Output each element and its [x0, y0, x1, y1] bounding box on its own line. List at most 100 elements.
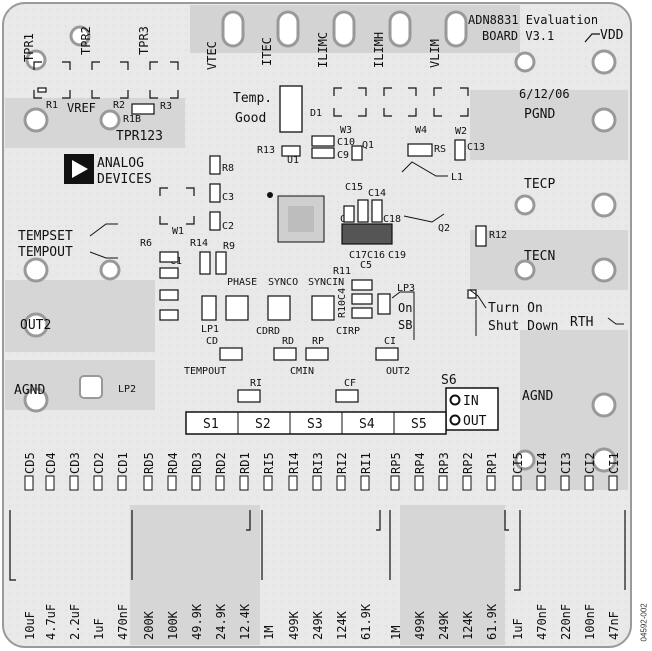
bottom-part-label: RD4 [166, 452, 180, 474]
svg-text:LP3: LP3 [397, 283, 415, 294]
svg-text:R12: R12 [489, 230, 507, 241]
bottom-part-label: RD1 [238, 452, 252, 474]
bottom-value-label: 47nF [607, 611, 621, 640]
bottom-part-pad [390, 475, 400, 491]
svg-text:CDRD: CDRD [256, 326, 280, 337]
bottom-part-pad [69, 475, 79, 491]
bottom-part-label: CI2 [583, 452, 597, 474]
svg-text:BOARD V3.1: BOARD V3.1 [482, 29, 554, 43]
top-testpoints: TPR1 TPR2 TPR3 [22, 26, 151, 62]
bottom-part-label: CI4 [535, 452, 549, 474]
bottom-value-label: 499K [413, 610, 427, 640]
bottom-value-label: 470nF [116, 604, 130, 640]
bottom-value-label: 12.4K [238, 603, 252, 640]
svg-text:W1: W1 [172, 226, 184, 237]
bottom-value-label: 499K [287, 610, 301, 640]
svg-text:C10: C10 [337, 137, 355, 148]
tempset-label: TEMPSET [18, 229, 73, 244]
mid-labels: PHASE SYNCO SYNCIN CDRD CIRP CD RD RP CI… [184, 277, 558, 389]
bottom-value-label: 10uF [23, 611, 37, 640]
svg-text:TEMPOUT: TEMPOUT [184, 366, 226, 377]
svg-text:C18: C18 [383, 214, 401, 225]
bottom-value-label: 249K [437, 610, 451, 640]
svg-text:Shut Down: Shut Down [488, 319, 558, 334]
bottom-part-pad [438, 475, 448, 491]
bottom-part-label: CI3 [559, 452, 573, 474]
svg-text:CF: CF [344, 378, 356, 389]
r10-c4-label: R10C4 [337, 288, 348, 318]
svg-text:VTEC: VTEC [205, 41, 219, 70]
bottom-part-pad [239, 475, 249, 491]
svg-text:SB: SB [398, 318, 412, 332]
bottom-value-label: 124K [335, 610, 349, 640]
figure-id: 04592-002 [639, 603, 649, 642]
svg-text:CD: CD [206, 336, 218, 347]
svg-text:ILIMH: ILIMH [372, 32, 386, 68]
bottom-value-label: 1uF [511, 618, 525, 640]
svg-text:DEVICES: DEVICES [97, 172, 152, 187]
bottom-part-label: CD1 [116, 452, 130, 474]
bottom-value-label: 220nF [559, 604, 573, 640]
svg-text:L1: L1 [451, 172, 463, 183]
bottom-part-label: RI3 [311, 452, 325, 474]
bottom-part-pad [608, 475, 618, 491]
svg-text:C2: C2 [222, 221, 234, 232]
bottom-value-label: 49.9K [190, 603, 204, 640]
bottom-part-pad [117, 475, 127, 491]
svg-text:C19: C19 [388, 250, 406, 261]
svg-text:S5: S5 [411, 417, 427, 432]
agnd-left-label: AGND [14, 383, 45, 398]
svg-text:OUT2: OUT2 [386, 366, 410, 377]
bottom-value-label: 100nF [583, 604, 597, 640]
right-connectors [514, 49, 617, 473]
small-components [37, 87, 487, 403]
svg-text:On: On [398, 301, 412, 315]
svg-text:C17: C17 [349, 250, 367, 261]
main-ic-footprint [267, 192, 325, 243]
vdd-label: VDD [600, 28, 624, 43]
svg-text:RP: RP [312, 336, 324, 347]
svg-text:CIRP: CIRP [336, 326, 360, 337]
svg-text:CI: CI [384, 336, 396, 347]
svg-text:ITEC: ITEC [260, 37, 274, 66]
svg-text:C5: C5 [360, 260, 372, 271]
svg-text:R11: R11 [333, 266, 351, 277]
bottom-part-label: RP3 [437, 452, 451, 474]
svg-text:RD: RD [282, 336, 294, 347]
svg-text:SYNCIN: SYNCIN [308, 277, 344, 288]
svg-text:R1: R1 [46, 100, 58, 111]
svg-text:OUT: OUT [463, 414, 487, 429]
svg-text:ADN8831 Evaluation: ADN8831 Evaluation [468, 13, 598, 27]
svg-text:C13: C13 [467, 142, 485, 153]
analog-devices-logo: ANALOG DEVICES [64, 154, 152, 187]
bottom-part-label: RP5 [389, 452, 403, 474]
bottom-part-pad [486, 475, 496, 491]
dip-switch-bank: S1 S2 S3 S4 S5 [185, 411, 447, 435]
l1-trace [401, 161, 448, 177]
bottom-part-label: RD2 [214, 452, 228, 474]
tecp-label: TECP [524, 177, 555, 192]
bottom-value-label: 1M [262, 626, 276, 640]
vref-label: VREF [67, 101, 96, 115]
svg-text:U1: U1 [287, 155, 299, 166]
group-brackets [9, 510, 626, 591]
rth-label: RTH [570, 315, 593, 330]
bottom-part-label: RP1 [485, 452, 499, 474]
bottom-part-label: CD2 [92, 452, 106, 474]
svg-text:LP1: LP1 [201, 324, 219, 335]
bottom-part-label: CI1 [607, 452, 621, 474]
bottom-part-pad [167, 475, 177, 491]
svg-text:S4: S4 [359, 417, 375, 432]
svg-text:Turn On: Turn On [488, 301, 543, 316]
jumpers [33, 61, 469, 225]
bottom-part-pad [462, 475, 472, 491]
svg-text:VLIM: VLIM [428, 39, 442, 68]
bottom-part-label: RP2 [461, 452, 475, 474]
svg-text:S1: S1 [203, 417, 219, 432]
bottom-value-label: 4.7uF [44, 604, 58, 640]
bottom-value-label: 61.9K [485, 603, 499, 640]
bottom-part-pad [263, 475, 273, 491]
bottom-part-label: RI2 [335, 452, 349, 474]
svg-text:TPR1: TPR1 [22, 33, 36, 62]
